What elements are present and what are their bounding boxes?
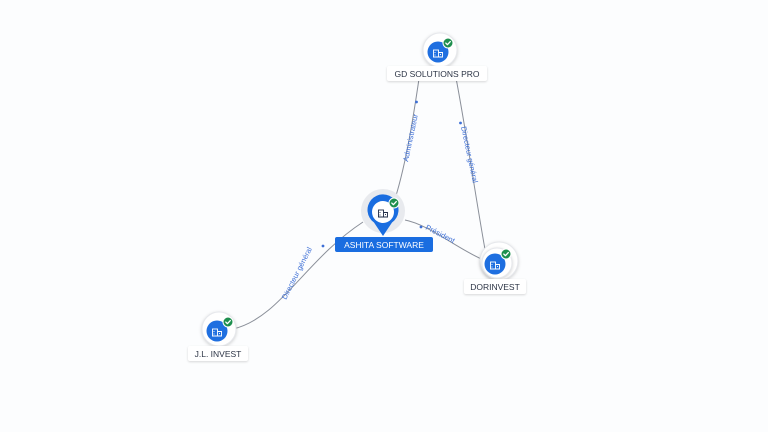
building-icon: [378, 209, 388, 218]
node-ashita-software[interactable]: ASHITA SOFTWARE: [335, 189, 433, 252]
node-label-gd-solutions-pro: GD SOLUTIONS PRO: [394, 69, 479, 79]
edge-arrow-icon: [419, 225, 423, 229]
edge-directeur-general-gd[interactable]: Directeur général: [455, 77, 487, 256]
edge-arrow-icon: [321, 244, 325, 248]
edge-label-directeur-general-jl: Directeur général: [280, 245, 314, 301]
node-gd-solutions-pro[interactable]: GD SOLUTIONS PRO: [387, 32, 487, 81]
edge-label-administrateur: Administrateur: [401, 113, 420, 163]
node-label-ashita-software: ASHITA SOFTWARE: [344, 240, 424, 250]
edge-label-directeur-general-gd: Directeur général: [459, 126, 480, 184]
building-icon: [212, 328, 222, 337]
check-icon: [500, 248, 512, 260]
edge-arrow-icon: [415, 100, 418, 104]
check-icon: [388, 197, 400, 209]
node-dorinvest[interactable]: DORINVEST: [464, 241, 526, 294]
building-icon: [490, 261, 500, 270]
node-label-jl-invest: J.L. INVEST: [195, 349, 242, 359]
node-jl-invest[interactable]: J.L. INVEST: [188, 311, 248, 361]
building-icon: [433, 49, 443, 58]
edge-administrateur[interactable]: Administrateur: [392, 71, 421, 206]
edge-arrow-icon: [459, 121, 462, 125]
check-icon: [222, 316, 234, 328]
node-label-dorinvest: DORINVEST: [470, 282, 520, 292]
check-icon: [442, 37, 454, 49]
